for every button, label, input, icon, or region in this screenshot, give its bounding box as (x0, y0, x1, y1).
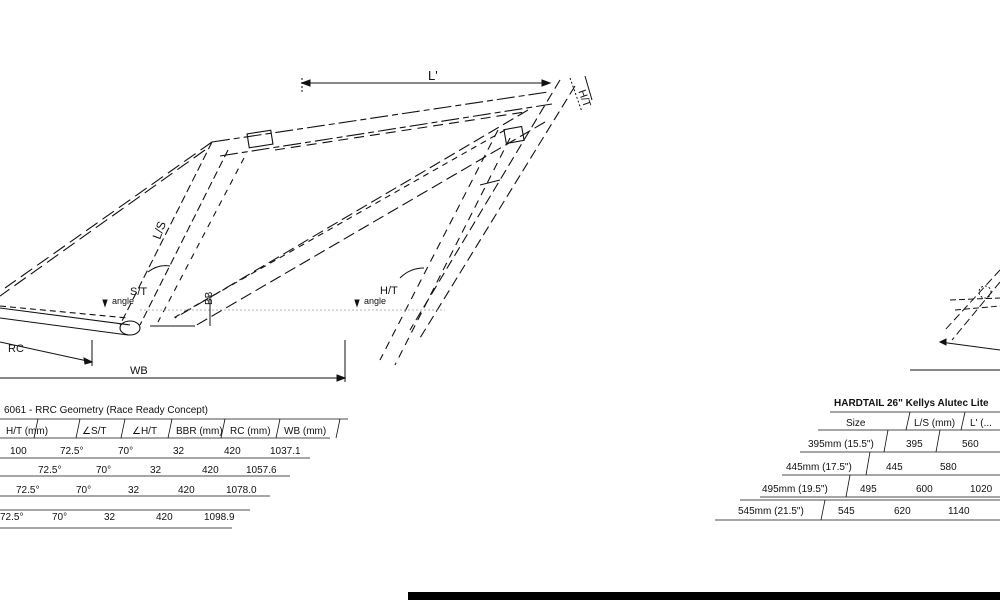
table-cell: 32 (173, 446, 185, 457)
bottom-bar (408, 592, 1000, 600)
table-cell: 395 (906, 439, 923, 450)
table-cell: 545mm (21.5") (738, 506, 804, 517)
bike-frame-right (910, 269, 1000, 371)
table-cell: 100 (10, 446, 27, 457)
table-left-header: ∠S/T (82, 426, 107, 437)
table-cell: 445mm (17.5") (786, 462, 852, 473)
table-right-header: L/S (mm) (914, 418, 955, 429)
table-cell: 1057.6 (246, 465, 277, 476)
table-left-header: ∠H/T (132, 426, 157, 437)
frame-labels: L' H/T L/S S/T angle BB H/T angle RC WB (8, 68, 593, 377)
table-cell: 1098.9 (204, 512, 235, 523)
head-angle-sublabel: angle (364, 296, 386, 306)
table-cell: 545 (838, 506, 855, 517)
table-cell: 420 (202, 465, 219, 476)
seat-angle-sublabel: angle (112, 296, 134, 306)
table-cell: 72.5° (16, 485, 39, 496)
seat-angle-label: S/T (130, 286, 147, 298)
table-left-header: RC (mm) (230, 426, 271, 437)
table-cell: 1078.0 (226, 485, 257, 496)
table-cell: 495 (860, 484, 877, 495)
table-left-header: BBR (mm) (176, 426, 223, 437)
table-cell: 395mm (15.5") (808, 439, 874, 450)
wheelbase-label: WB (130, 365, 148, 377)
table-cell: 1020 (970, 484, 993, 495)
down-tube (169, 109, 546, 327)
table-left-title: 6061 - RRC Geometry (Race Ready Concept) (4, 405, 208, 416)
table-cell: 495mm (19.5") (762, 484, 828, 495)
table-cell: 70° (76, 485, 91, 496)
table-cell: 72.5° (60, 446, 83, 457)
table-cell: 620 (894, 506, 911, 517)
head-tube (379, 79, 576, 366)
geometry-table-right: HARDTAIL 26" Kellys Alutec Lite Size L/S… (715, 398, 1000, 521)
table-cell: 445 (886, 462, 903, 473)
bike-frame-left (0, 79, 576, 366)
table-cell: 420 (156, 512, 173, 523)
table-cell: 1037.1 (270, 446, 301, 457)
table-cell: 70° (118, 446, 133, 457)
chainstay (0, 305, 141, 336)
table-cell: 72.5° (0, 512, 23, 523)
table-cell: 72.5° (38, 465, 61, 476)
table-cell: 32 (104, 512, 116, 523)
table-right-title: HARDTAIL 26" Kellys Alutec Lite (834, 398, 989, 409)
table-cell: 560 (962, 439, 979, 450)
table-cell: 600 (916, 484, 933, 495)
table-cell: 420 (178, 485, 195, 496)
seat-tube-length-label: L/S (150, 219, 169, 241)
table-cell: 420 (224, 446, 241, 457)
table-cell: 32 (128, 485, 140, 496)
table-cell: 70° (52, 512, 67, 523)
dimension-lines (0, 75, 593, 382)
table-cell: 1140 (948, 506, 970, 517)
seat-tube (119, 141, 245, 326)
table-cell: 32 (150, 465, 162, 476)
seat-stay (0, 141, 213, 297)
top-tube-length-label: L' (428, 68, 438, 83)
table-cell: 70° (96, 465, 111, 476)
table-right-header: Size (846, 418, 866, 429)
chainstay-label: RC (8, 343, 24, 355)
table-left-header: WB (mm) (284, 426, 326, 437)
geometry-table-left: 6061 - RRC Geometry (Race Ready Concept)… (0, 405, 348, 529)
head-angle-label: H/T (380, 285, 398, 297)
top-tube (211, 91, 553, 157)
table-right-header: L' (... (970, 418, 992, 429)
table-cell: 580 (940, 462, 957, 473)
head-tube-length-label: H/T (575, 88, 592, 109)
bb-drop-label: BB (204, 291, 215, 305)
table-left-header: H/T (mm) (6, 426, 48, 437)
